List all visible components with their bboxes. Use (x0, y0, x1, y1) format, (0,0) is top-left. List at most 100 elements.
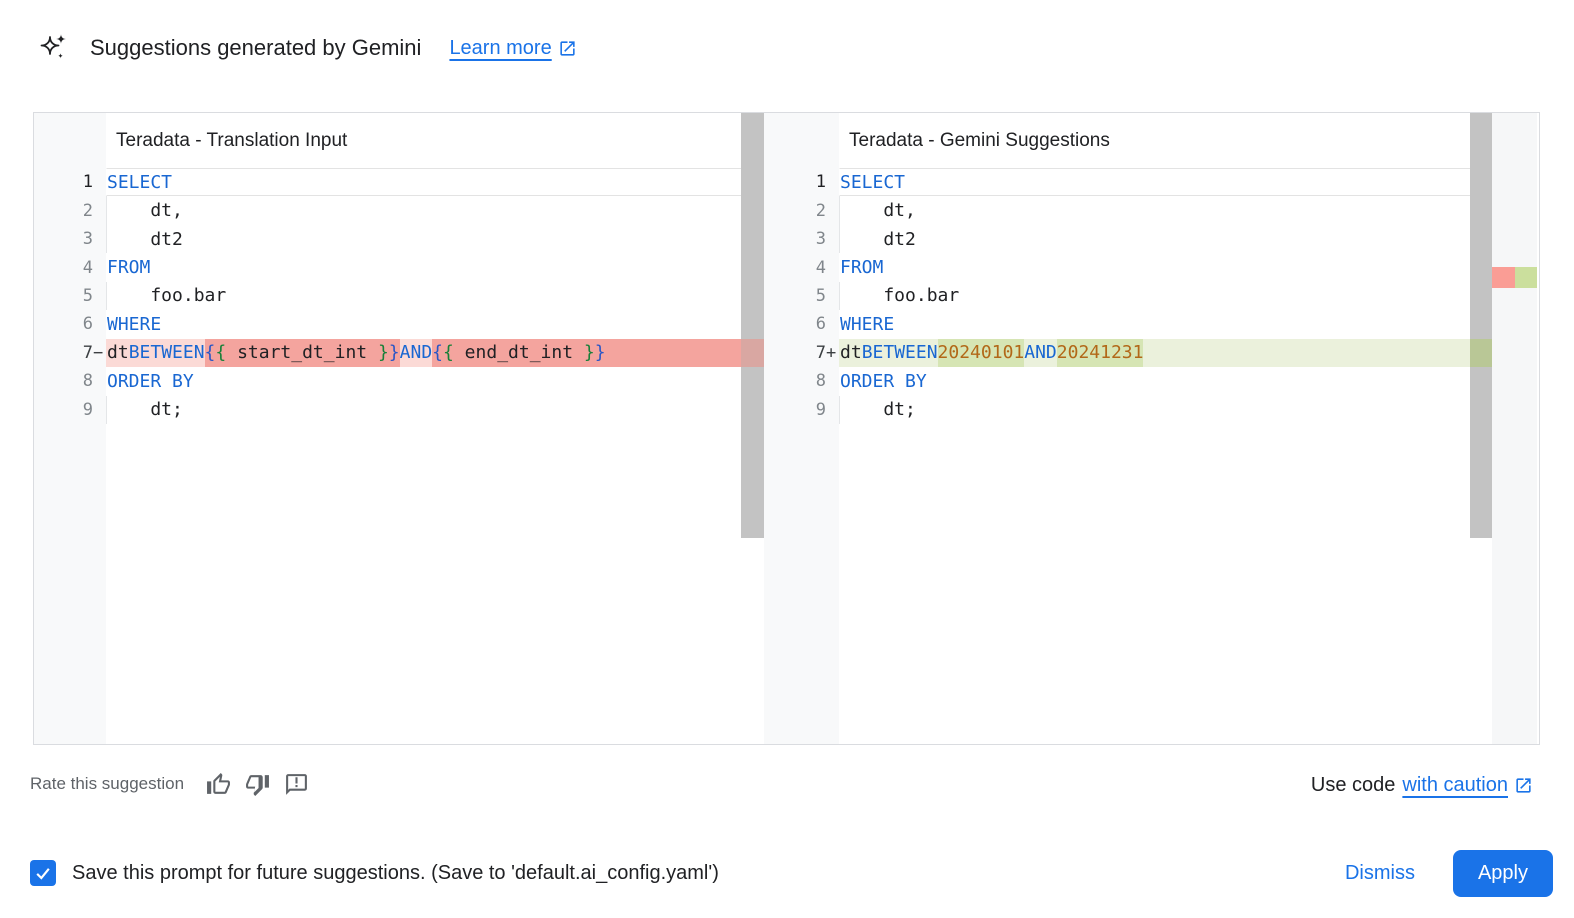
code-content: WHERE (106, 310, 764, 338)
code-line-left-2[interactable]: 2 dt, (34, 196, 764, 225)
code-token: FROM (107, 257, 151, 279)
rate-suggestion-label: Rate this suggestion (30, 774, 185, 793)
line-number: 2 (82, 200, 93, 221)
learn-more-label: Learn more (449, 36, 552, 59)
code-token: 20240101 (937, 338, 1025, 368)
code-content: ORDER BY (839, 367, 1492, 395)
line-number: 3 (815, 229, 826, 250)
line-number: 1 (82, 172, 93, 193)
code-line-left-9[interactable]: 9 dt; (34, 395, 764, 424)
with-caution-label: with caution (1402, 773, 1508, 796)
code-token: dt2 (107, 228, 183, 250)
code-content: dt; (106, 395, 764, 424)
save-prompt-checkbox[interactable] (30, 860, 56, 886)
line-number: 5 (82, 285, 93, 306)
code-line-right-2[interactable]: 2 dt, (764, 196, 1492, 225)
diff-editor-container: Teradata - Translation Input Teradata - … (33, 112, 1540, 745)
code-token: { (215, 338, 227, 368)
code-token: } (583, 338, 595, 368)
diff-overview-ruler (1492, 113, 1537, 744)
line-number: 5 (815, 285, 826, 306)
thumb-up-icon[interactable] (206, 772, 231, 797)
code-content: dt, (106, 196, 764, 225)
code-token: ORDER BY (107, 370, 194, 392)
line-number: 9 (82, 399, 93, 420)
code-token: 20241231 (1056, 338, 1144, 368)
code-token: end_dt_int (453, 338, 584, 368)
line-number: 7− (82, 342, 104, 363)
code-line-right-7[interactable]: 7+ dt BETWEEN 20240101 AND 20241231 (764, 338, 1492, 368)
line-number: 6 (82, 314, 93, 335)
overview-added-marker (1515, 267, 1537, 288)
overview-removed-marker (1492, 267, 1515, 288)
code-token: dt, (107, 200, 183, 222)
code-token: } (377, 338, 389, 368)
code-line-right-1[interactable]: 1 SELECT (764, 168, 1492, 197)
code-token: FROM (840, 257, 884, 279)
line-number: 1 (815, 172, 826, 193)
code-token: dt (107, 342, 129, 364)
code-content: dt, (839, 196, 1492, 225)
with-caution-link[interactable]: with caution (1402, 774, 1533, 797)
code-line-left-4[interactable]: 4 FROM (34, 253, 764, 281)
code-line-left-7[interactable]: 7− dt BETWEEN {{ start_dt_int }} AND {{ … (34, 338, 764, 368)
code-line-left-3[interactable]: 3 dt2 (34, 224, 764, 254)
code-content: dt2 (106, 224, 764, 254)
diff-trail-highlight (605, 338, 764, 368)
rate-suggestion-row: Rate this suggestion (30, 768, 309, 800)
code-token: start_dt_int (226, 338, 378, 368)
code-token: ORDER BY (840, 370, 927, 392)
code-token: { (432, 338, 443, 368)
left-editor-scrollbar[interactable] (741, 113, 764, 538)
use-code-label: Use code (1310, 773, 1396, 796)
right-editor-scrollbar[interactable] (1470, 113, 1492, 538)
code-content: dt2 (839, 224, 1492, 254)
code-content: WHERE (839, 310, 1492, 338)
left-gutter-background (34, 113, 106, 744)
code-line-right-9[interactable]: 9 dt; (764, 395, 1492, 424)
gemini-sparkle-icon (40, 34, 66, 59)
right-panel-title: Teradata - Gemini Suggestions (849, 130, 1110, 151)
code-token: BETWEEN (128, 342, 205, 364)
left-panel-title: Teradata - Translation Input (116, 130, 348, 151)
code-line-right-3[interactable]: 3 dt2 (764, 224, 1492, 254)
code-line-left-5[interactable]: 5 foo.bar (34, 281, 764, 311)
line-number: 3 (82, 229, 93, 250)
code-line-left-6[interactable]: 6 WHERE (34, 310, 764, 338)
code-token: AND (399, 342, 433, 364)
line-number: 7+ (815, 342, 837, 363)
code-content: FROM (106, 253, 764, 281)
save-prompt-label[interactable]: Save this prompt for future suggestions.… (72, 861, 719, 884)
code-token: dt2 (840, 228, 916, 250)
code-content: dt; (839, 395, 1492, 424)
code-content: foo.bar (106, 281, 764, 311)
line-number: 4 (82, 257, 93, 278)
code-token: foo.bar (107, 285, 227, 307)
code-token: dt; (107, 399, 183, 421)
code-token: AND (1024, 342, 1057, 364)
code-token: dt (840, 342, 862, 364)
dismiss-button[interactable]: Dismiss (1321, 851, 1439, 895)
code-token: BETWEEN (861, 342, 938, 364)
code-token: } (594, 338, 606, 368)
code-content: SELECT (839, 168, 1492, 197)
thumb-down-icon[interactable] (245, 772, 270, 797)
open-in-new-icon (1516, 777, 1531, 793)
apply-button[interactable]: Apply (1452, 849, 1553, 897)
code-line-left-8[interactable]: 8 ORDER BY (34, 367, 764, 395)
code-token: { (204, 338, 216, 368)
code-line-right-5[interactable]: 5 foo.bar (764, 281, 1492, 311)
code-content: dt BETWEEN {{ start_dt_int }} AND {{ end… (106, 338, 764, 368)
learn-more-link[interactable]: Learn more (449, 37, 576, 60)
code-token: WHERE (840, 313, 895, 335)
feedback-icon[interactable] (284, 772, 309, 797)
bottom-action-bar: Save this prompt for future suggestions.… (30, 848, 1553, 898)
code-content: foo.bar (839, 281, 1492, 311)
line-number: 8 (82, 371, 93, 392)
